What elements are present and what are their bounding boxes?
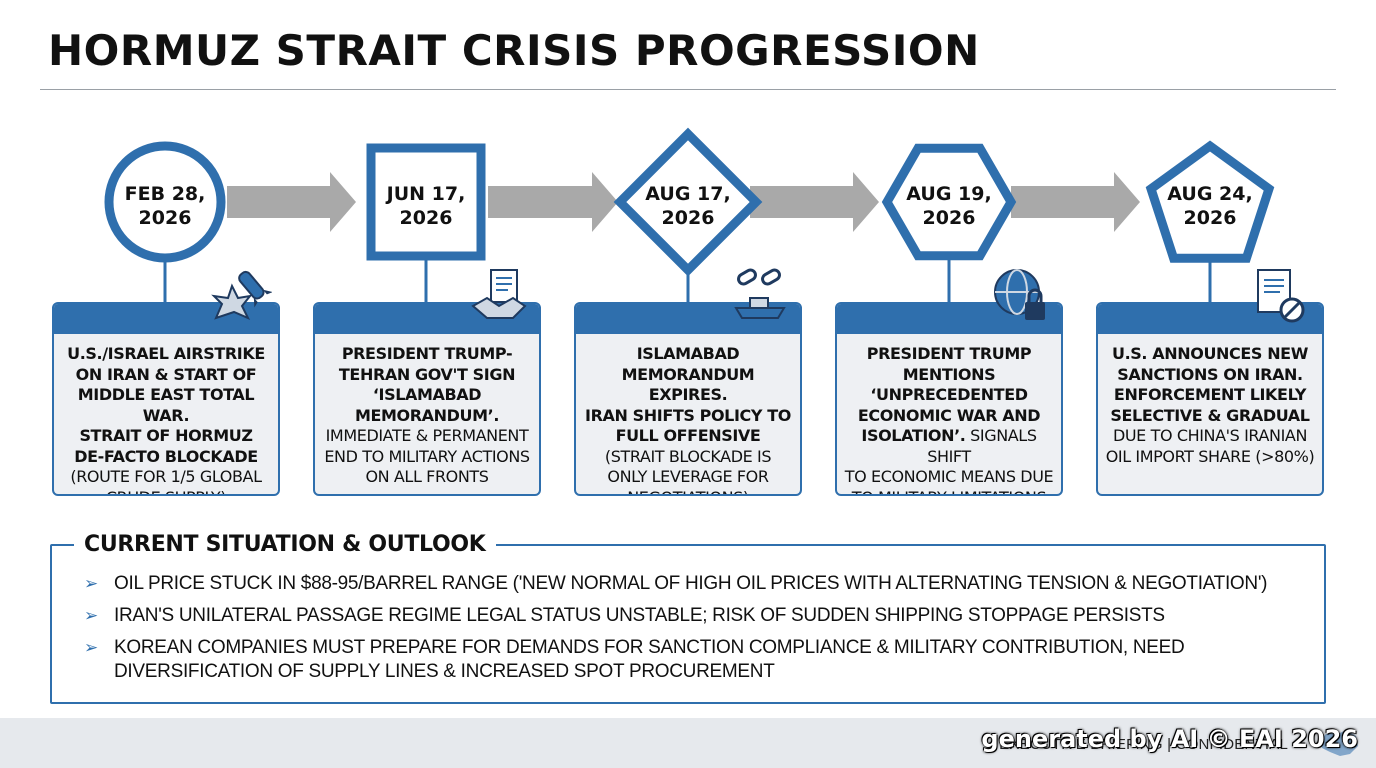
description-line: MENTIONS (902, 364, 996, 384)
milestone-circle (104, 141, 226, 263)
description-line: SANCTIONS ON IRAN. (1117, 364, 1303, 384)
description-line: PRESIDENT TRUMP- (341, 344, 513, 363)
description-line: TO MILITARY LIMITATIONS (843, 488, 1055, 495)
broken-chain-ship-icon (730, 266, 790, 331)
milestone-date-line2: 2026 (662, 207, 715, 229)
milestone-date-line1: AUG 17, (645, 183, 730, 205)
description-line: DUE TO CHINA'S IRANIAN (1112, 426, 1308, 445)
outlook-bullet-text-cont: DIVERSIFICATION OF SUPPLY LINES & INCREA… (114, 661, 775, 682)
milestone-date-line2: 2026 (139, 207, 192, 229)
description-line: ECONOMIC WAR AND (857, 405, 1041, 425)
milestone-date-line1: AUG 24, (1167, 183, 1252, 205)
milestone-description: PRESIDENT TRUMP-TEHRAN GOV'T SIGN‘ISLAMA… (315, 334, 539, 488)
description-line: NEGOTIATIONS) (582, 488, 794, 495)
bullet-arrow-icon: ➢ (84, 606, 98, 625)
connector-arrow (227, 172, 356, 232)
ai-watermark: generated by AI © EAI 2026 (981, 725, 1358, 753)
bullet-arrow-icon: ➢ (84, 638, 98, 657)
title-divider (40, 89, 1336, 90)
outlook-bullet: ➢ KOREAN COMPANIES MUST PREPARE FOR DEMA… (84, 636, 1304, 684)
milestone-date-line2: 2026 (400, 207, 453, 229)
outlook-bullet: ➢ OIL PRICE STUCK IN $88-95/BARREL RANGE… (84, 572, 1304, 596)
description-line: TEHRAN GOV'T SIGN (338, 364, 516, 384)
outlook-bullet: ➢ IRAN'S UNILATERAL PASSAGE REGIME LEGAL… (84, 604, 1304, 628)
milestone-date-line2: 2026 (1184, 207, 1237, 229)
description-line: PRESIDENT TRUMP (866, 344, 1032, 363)
missile-explosion-icon (208, 266, 273, 331)
sanction-document-icon (1252, 266, 1308, 331)
description-line: OIL IMPORT SHARE (>80%) (1105, 446, 1315, 466)
milestone-date-line2: 2026 (923, 207, 976, 229)
connector-arrow (488, 172, 618, 232)
description-line: ISOLATION’. SIGNALS SHIFT (861, 426, 1037, 466)
milestone-hexagon (881, 143, 1017, 261)
description-line: ‘UNPRECEDENTED (870, 385, 1028, 404)
description-line: ONLY LEVERAGE FOR (607, 467, 769, 486)
outlook-bullet-text: IRAN'S UNILATERAL PASSAGE REGIME LEGAL S… (114, 605, 1165, 626)
outlook-panel: CURRENT SITUATION & OUTLOOK ➢ OIL PRICE … (50, 532, 1326, 704)
bullet-arrow-icon: ➢ (84, 574, 98, 593)
description-line: IMMEDIATE & PERMANENT (325, 426, 529, 445)
description-line: (ROUTE FOR 1/5 GLOBAL (70, 467, 262, 486)
outlook-bullet-text: OIL PRICE STUCK IN $88-95/BARREL RANGE (… (114, 573, 1268, 594)
milestone-date-line1: FEB 28, (125, 183, 206, 205)
milestone-pentagon (1145, 140, 1275, 263)
milestone-diamond (613, 127, 763, 277)
description-line: ISLAMABAD (636, 344, 740, 363)
outlook-title: CURRENT SITUATION & OUTLOOK (74, 532, 496, 557)
description-line: U.S. ANNOUNCES NEW (1112, 344, 1308, 363)
milestone-date-line1: AUG 19, (906, 183, 991, 205)
description-line: (STRAIT BLOCKADE IS (604, 446, 772, 466)
description-line: STRAIT OF HORMUZ (79, 426, 253, 445)
description-line: SELECTIVE & GRADUAL (1110, 405, 1310, 425)
page-title: HORMUZ STRAIT CRISIS PROGRESSION (48, 26, 980, 75)
description-line: ON IRAN & START OF (75, 364, 257, 384)
handshake-document-icon (469, 266, 529, 331)
globe-icon (1320, 730, 1358, 756)
outlook-bullet-text: KOREAN COMPANIES MUST PREPARE FOR DEMAND… (114, 637, 1185, 658)
milestone-square (366, 143, 486, 261)
description-line: MEMORANDUM’. (354, 405, 500, 425)
connector-arrow (1011, 172, 1140, 232)
description-line: CRUDE SUPPLY) (60, 488, 272, 495)
footer-label: EXECUTIVE BRIEFING | CONFIDENTIAL (999, 736, 1288, 753)
description-line: U.S./ISRAEL AIRSTRIKE (67, 344, 265, 363)
description-line: ‘ISLAMABAD (372, 385, 482, 404)
globe-lock-icon (991, 266, 1053, 333)
description-line: DE-FACTO BLOCKADE (74, 446, 258, 466)
description-line: MIDDLE EAST TOTAL WAR. (77, 385, 255, 425)
description-line: ENFORCEMENT LIKELY (1113, 385, 1307, 404)
footer-bar (0, 718, 1376, 768)
description-line: ON ALL FRONTS (365, 467, 489, 486)
outlook-bullet-list: ➢ OIL PRICE STUCK IN $88-95/BARREL RANGE… (84, 572, 1304, 692)
description-line: FULL OFFENSIVE (615, 426, 761, 445)
milestone-date-line1: JUN 17, (385, 183, 466, 205)
description-line: TO ECONOMIC MEANS DUE (844, 467, 1054, 486)
milestone-card: PRESIDENT TRUMP-TEHRAN GOV'T SIGN‘ISLAMA… (313, 302, 541, 496)
connector-arrow (750, 172, 879, 232)
description-line: END TO MILITARY ACTIONS (324, 446, 530, 466)
description-line: MEMORANDUM EXPIRES. (621, 364, 755, 405)
description-line: IRAN SHIFTS POLICY TO (585, 405, 791, 425)
